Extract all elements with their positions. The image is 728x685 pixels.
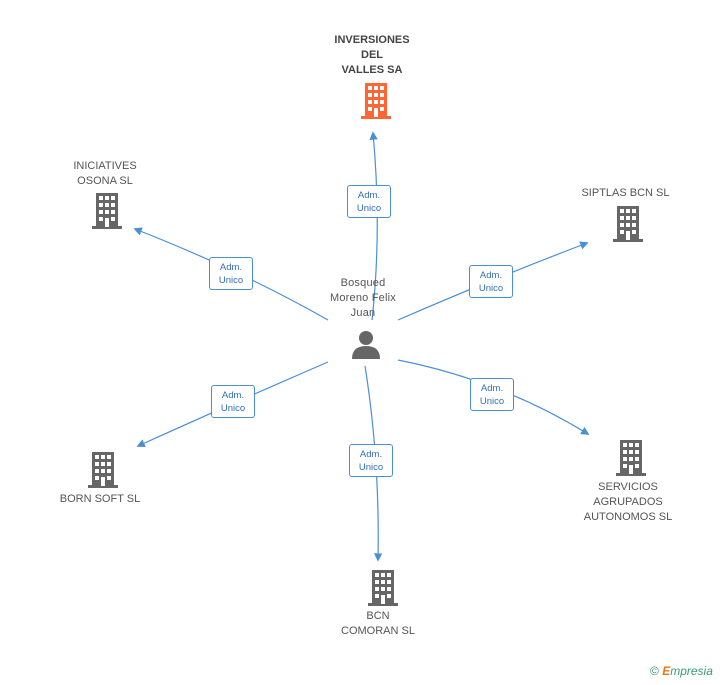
brand-logo-initial: E <box>662 664 671 678</box>
building-icon[interactable] <box>616 440 646 476</box>
building-icon[interactable] <box>92 193 122 229</box>
company-label-iniciatives[interactable]: INICIATIVES OSONA SL <box>73 160 137 187</box>
building-icon[interactable] <box>361 83 391 119</box>
person-name[interactable]: Bosqued Moreno Felix Juan <box>330 277 396 319</box>
edge-label-servicios[interactable]: Adm. Unico <box>470 378 514 411</box>
edge-label-bcn[interactable]: Adm. Unico <box>349 444 393 477</box>
edge-label-siptlas[interactable]: Adm. Unico <box>469 265 513 298</box>
company-label-servicios[interactable]: SERVICIOS AGRUPADOS AUTONOMOS SL <box>583 481 673 523</box>
copyright-symbol: © <box>650 664 659 678</box>
company-label-siptlas[interactable]: SIPTLAS BCN SL <box>581 187 670 199</box>
copyright-footer: © Empresia <box>650 664 713 678</box>
company-label-bcn[interactable]: BCN COMORAN SL <box>341 610 415 637</box>
edge-label-inversiones[interactable]: Adm. Unico <box>347 185 391 218</box>
edge-inversiones <box>369 131 378 321</box>
edge-label-iniciatives[interactable]: Adm. Unico <box>209 257 253 290</box>
brand-logo-text: mpresia <box>670 664 713 678</box>
building-icon[interactable] <box>368 570 398 606</box>
company-label-born[interactable]: BORN SOFT SL <box>59 493 141 505</box>
edge-label-born[interactable]: Adm. Unico <box>211 385 255 418</box>
building-icon[interactable] <box>613 206 643 242</box>
person-icon[interactable] <box>352 331 380 359</box>
company-label-inversiones[interactable]: INVERSIONES DEL VALLES SA <box>334 34 410 76</box>
building-icon[interactable] <box>88 452 118 488</box>
